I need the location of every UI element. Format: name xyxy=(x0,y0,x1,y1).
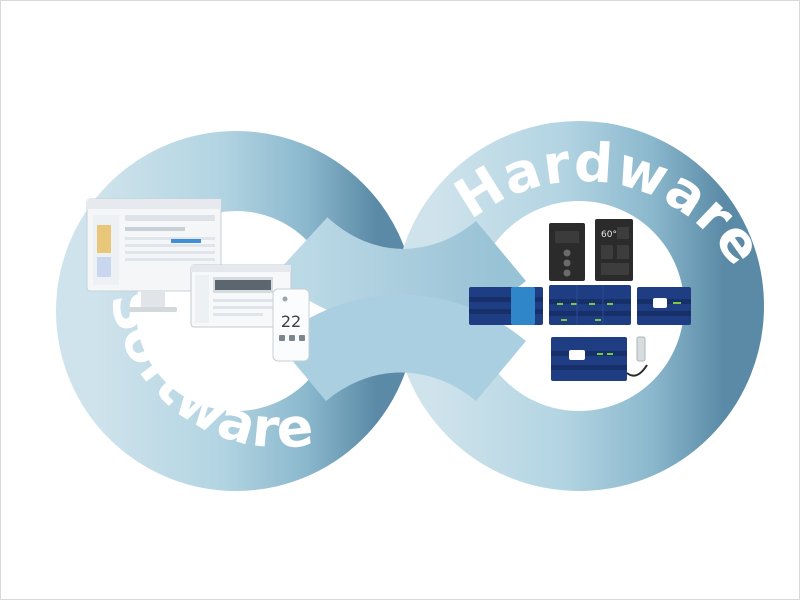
controller-module-right xyxy=(637,287,691,325)
laptop-screen xyxy=(190,264,292,328)
gateway-module xyxy=(551,336,648,381)
hardware-keypad xyxy=(549,223,585,281)
io-module-center xyxy=(549,285,631,325)
thermostat-temperature: 22 xyxy=(281,312,301,331)
display-temperature: 60° xyxy=(601,230,617,240)
desktop-monitor xyxy=(86,198,222,312)
loop-crossing-band-1 xyxy=(274,216,526,327)
thermostat-device: 22 xyxy=(272,288,310,362)
loop-crossing-band-2 xyxy=(276,294,526,402)
hardware-display-panel: 60° xyxy=(595,219,633,281)
controller-module-left xyxy=(469,287,543,325)
